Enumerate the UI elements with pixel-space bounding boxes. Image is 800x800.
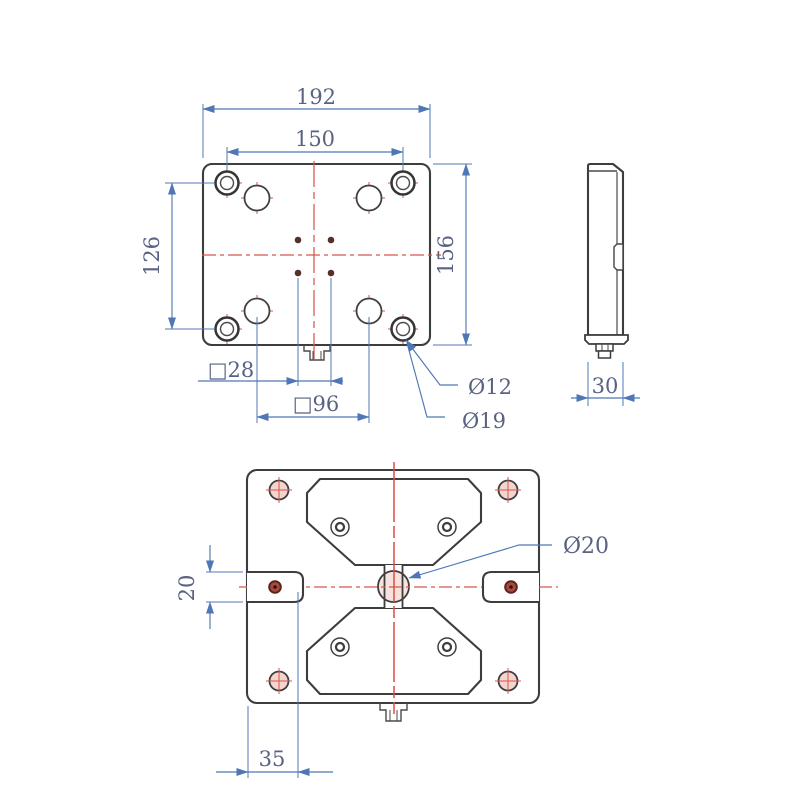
bottom-tab (303, 345, 331, 361)
pocket-screw-hole (437, 637, 457, 657)
leader-line (406, 342, 445, 418)
dimension-156: 156 (433, 163, 472, 346)
counterbore-hole-br (388, 314, 418, 344)
label-dia19: Ø19 (462, 409, 506, 433)
counterbore-hole-tl (212, 168, 242, 198)
dim-label-30: 30 (592, 374, 619, 398)
slot-hole-center (509, 585, 513, 589)
pocket-screw-hole (437, 517, 457, 537)
label-dia20: Ø20 (563, 534, 609, 559)
leader-line (408, 544, 552, 579)
label-dia12: Ø12 (468, 375, 512, 399)
extension-lines (256, 317, 370, 423)
through-circle (395, 321, 411, 337)
bottom-tab-detail (312, 351, 322, 360)
screw-hole-inner (441, 521, 453, 533)
dimension-square-96: □96 (256, 317, 370, 423)
extension-lines (247, 592, 299, 778)
corner-hole-br (495, 668, 521, 694)
dimension-35: 35 (216, 592, 333, 778)
corner-hole-tl (266, 477, 292, 503)
clearance-circle (355, 184, 383, 212)
dim-label-192: 192 (296, 85, 336, 109)
foot-detail (601, 344, 609, 351)
dim-label-156: 156 (434, 235, 458, 275)
dim-label-35: 35 (259, 747, 286, 771)
corner-hole-tr (495, 477, 521, 503)
hole-crosshair (495, 477, 521, 503)
screw-hole-inner (334, 521, 346, 533)
extension-lines (206, 571, 243, 603)
dimension-150: 150 (226, 127, 404, 170)
counterbore-hole-bl (212, 314, 242, 344)
side-view: 30 (571, 162, 640, 406)
bottom-tab (379, 703, 408, 722)
through-circle (395, 175, 411, 191)
leader-dia12: Ø12 (405, 339, 512, 399)
dim-label-126: 126 (140, 236, 164, 276)
screw-hole-inner (441, 641, 453, 653)
clearance-circle (243, 184, 271, 212)
hole-crosshair (266, 668, 292, 694)
counterbore-circle (214, 170, 240, 196)
extension-lines (297, 278, 332, 386)
foot-upper (595, 343, 614, 352)
right-slot-hole (504, 580, 518, 594)
dim-label-150: 150 (295, 127, 335, 151)
hole-crosshair (495, 668, 521, 694)
side-body-outline (586, 162, 625, 337)
pocket-screw-hole (330, 637, 350, 657)
pocket-screw-hole (330, 517, 350, 537)
corner-hole-bl (266, 668, 292, 694)
clearance-hole-tl (241, 182, 273, 214)
through-circle (219, 175, 235, 191)
side-foot (595, 343, 614, 359)
slot-hole-center (273, 585, 277, 589)
counterbore-circle (390, 170, 416, 196)
small-hole (294, 236, 302, 244)
bottom-tab-detail (389, 710, 398, 721)
small-hole (327, 236, 335, 244)
clearance-hole-tr (353, 182, 385, 214)
side-latch-bump (613, 243, 624, 271)
extension-lines (202, 104, 431, 158)
counterbore-circle (390, 316, 416, 342)
dim-label-sq96: □96 (293, 392, 340, 416)
counterbore-hole-tr (388, 168, 418, 198)
leader-line (405, 339, 458, 386)
dimension-30: 30 (571, 362, 640, 406)
front-view: 192 150 126 156 □28 (140, 85, 512, 433)
screw-hole-inner (334, 641, 346, 653)
hole-crosshair (266, 477, 292, 503)
through-circle (219, 321, 235, 337)
dimension-126: 126 (140, 182, 215, 330)
dimension-20: 20 (175, 545, 243, 629)
dim-label-sq28: □28 (208, 358, 255, 382)
leader-dia20: Ø20 (408, 534, 609, 579)
bottom-view: 20 35 Ø20 (175, 462, 609, 778)
left-slot-hole (268, 580, 282, 594)
dim-label-20: 20 (175, 575, 199, 602)
counterbore-circle (214, 316, 240, 342)
dimension-192: 192 (202, 85, 431, 158)
foot-lower (597, 350, 612, 359)
base-flange (584, 334, 629, 345)
dimension-square-28: □28 (198, 278, 343, 386)
small-hole (294, 269, 302, 277)
small-hole (327, 269, 335, 277)
leader-dia19: Ø19 (406, 342, 506, 433)
